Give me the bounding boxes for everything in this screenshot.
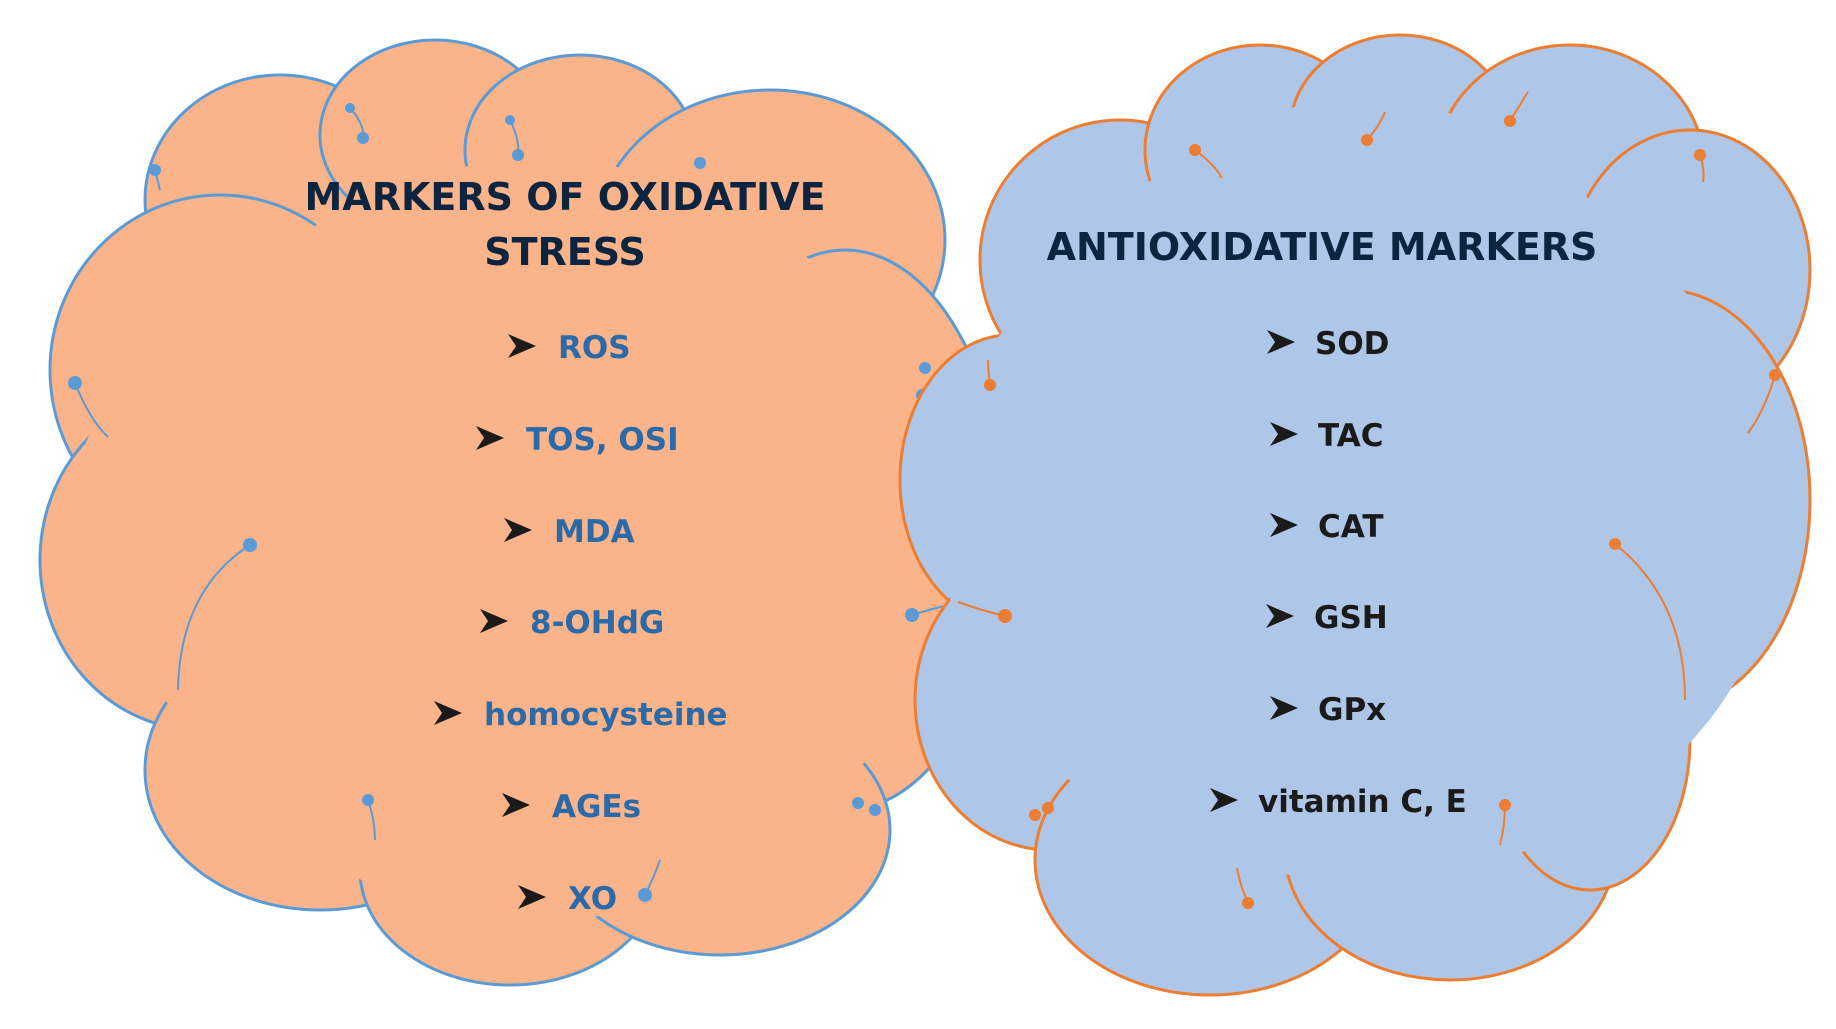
list-item: GPx [1270,692,1386,728]
left-item-label: homocysteine [484,697,728,733]
right-cloud-shape [898,33,1812,997]
left-item-label: AGEs [552,789,641,825]
arrowhead-bullet-icon [476,426,504,450]
right-item-label: GPx [1318,692,1386,728]
arrowhead-bullet-icon [1266,604,1294,628]
arrowhead-bullet-icon [434,701,462,725]
right-item-label: vitamin C, E [1258,784,1467,820]
arrowhead-bullet-icon [504,518,532,542]
right-item-list: SOD TAC CAT GSH GPx vitamin C, E [1210,326,1467,820]
list-item: homocysteine [434,697,728,733]
arrowhead-bullet-icon [1270,422,1298,446]
list-item: 8-OHdG [480,605,664,641]
right-item-label: GSH [1314,600,1388,636]
left-item-label: 8-OHdG [530,605,664,641]
arrowhead-bullet-icon [1270,696,1298,720]
left-cloud-shape [38,38,1010,987]
right-item-label: SOD [1315,326,1389,362]
arrowhead-bullet-icon [502,793,530,817]
right-cloud: ANTIOXIDATIVE MARKERS SOD TAC CAT GSH GP… [898,33,1812,997]
arrowhead-bullet-icon [518,885,546,909]
right-title: ANTIOXIDATIVE MARKERS [1047,225,1598,269]
arrowhead-bullet-icon [480,609,508,633]
left-item-label: MDA [554,514,635,550]
left-item-list: ROS TOS, OSI MDA 8-OHdG homocysteine AGE… [434,330,728,917]
left-cloud: MARKERS OF OXIDATIVE STRESS ROS TOS, OSI… [38,38,1010,987]
arrowhead-bullet-icon [1270,513,1298,537]
list-item: TAC [1270,418,1383,454]
left-title-line2: STRESS [484,230,646,274]
list-item: vitamin C, E [1210,784,1467,820]
arrowhead-bullet-icon [1267,330,1295,354]
right-item-label: CAT [1318,509,1383,545]
left-item-label: ROS [558,330,631,366]
left-title-line1: MARKERS OF OXIDATIVE [304,175,825,219]
arrowhead-bullet-icon [508,334,536,358]
list-item: XO [518,881,617,917]
arrowhead-bullet-icon [1210,788,1238,812]
list-item: SOD [1267,326,1389,362]
list-item: TOS, OSI [476,422,679,458]
left-item-label: XO [568,881,617,917]
left-item-label: TOS, OSI [526,422,679,458]
list-item: ROS [508,330,631,366]
list-item: CAT [1270,509,1383,545]
list-item: AGEs [502,789,641,825]
list-item: GSH [1266,600,1388,636]
right-item-label: TAC [1318,418,1383,454]
list-item: MDA [504,514,635,550]
